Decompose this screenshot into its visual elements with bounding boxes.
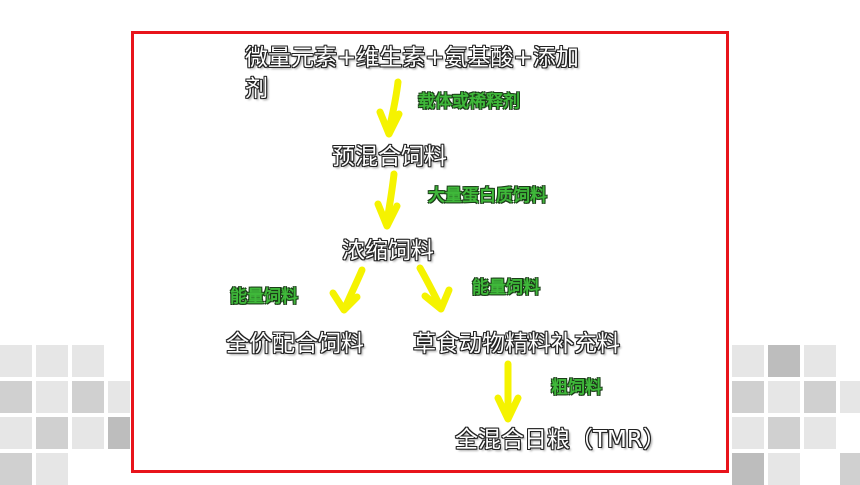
node-premix-feed: 预混合饲料	[332, 144, 447, 170]
node-herbivore-supplement: 草食动物精料补充料	[413, 331, 620, 357]
arrow-concentrate-to-complete	[329, 266, 366, 314]
edge-label-energy-right: 能量饲料	[472, 278, 540, 298]
node-tmr: 全混合日粮（TMR）	[455, 427, 666, 453]
node-micronutrients-additives: 微量元素+维生素+氨基酸+添加剂	[245, 45, 579, 102]
edge-label-protein: 大量蛋白质饲料	[428, 186, 547, 206]
arrow-supplement-to-tmr	[494, 360, 522, 423]
node-complete-formula-feed: 全价配合饲料	[226, 331, 364, 357]
arrow-premix-to-concentrate	[374, 170, 401, 230]
node-concentrate-feed: 浓缩饲料	[342, 238, 434, 264]
edge-label-roughage: 粗饲料	[551, 378, 602, 398]
edge-label-energy-left: 能量饲料	[230, 287, 298, 307]
edge-label-carrier: 载体或稀释剂	[418, 92, 520, 112]
diagram-frame	[131, 31, 729, 473]
arrow-top-to-premix	[376, 78, 403, 138]
arrow-concentrate-to-supplement	[416, 264, 453, 313]
